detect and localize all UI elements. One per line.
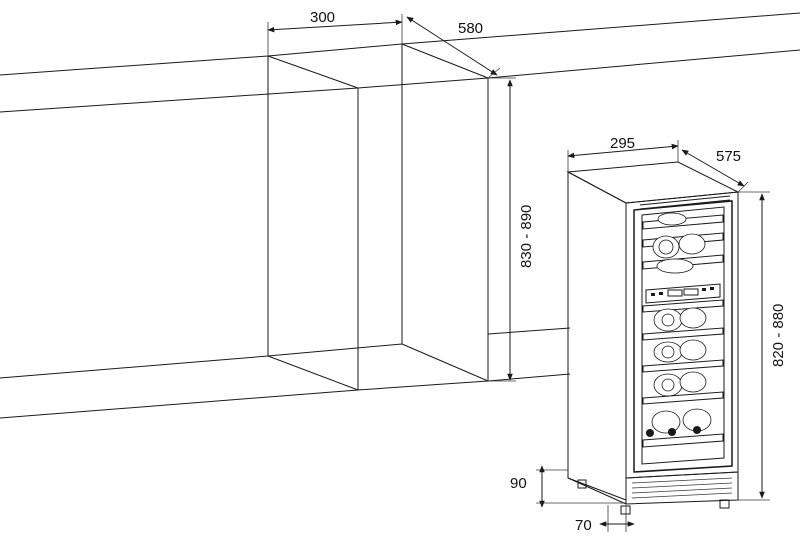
appliance-height-dimension: 820 - 880: [738, 191, 787, 501]
appliance-height-label: 820 - 880: [770, 304, 787, 367]
wine-cooler: [566, 161, 740, 515]
niche-height-dimension: 830 - 890: [488, 77, 535, 382]
niche-width-dimension: 300: [267, 9, 403, 56]
foot-depth-label: 70: [575, 517, 592, 534]
niche-depth-label: 580: [458, 20, 483, 37]
appliance-width-dimension: 295: [567, 135, 679, 172]
niche-outline: [267, 43, 489, 391]
appliance-depth-label: 575: [716, 148, 741, 165]
appliance-width-label: 295: [610, 135, 635, 152]
niche-depth-dimension: 580: [406, 16, 501, 79]
plinth-height-label: 90: [510, 475, 527, 492]
control-panel: [645, 283, 721, 304]
foot-depth-dimension: 70: [575, 505, 635, 534]
feet: [577, 479, 730, 515]
lower-rack: [642, 299, 724, 448]
plinth-height-dimension: 90: [510, 465, 626, 508]
niche-width-label: 300: [310, 9, 335, 26]
niche-height-label: 830 - 890: [518, 205, 535, 268]
upper-rack: [642, 212, 724, 274]
appliance-depth-dimension: 575: [681, 148, 749, 193]
